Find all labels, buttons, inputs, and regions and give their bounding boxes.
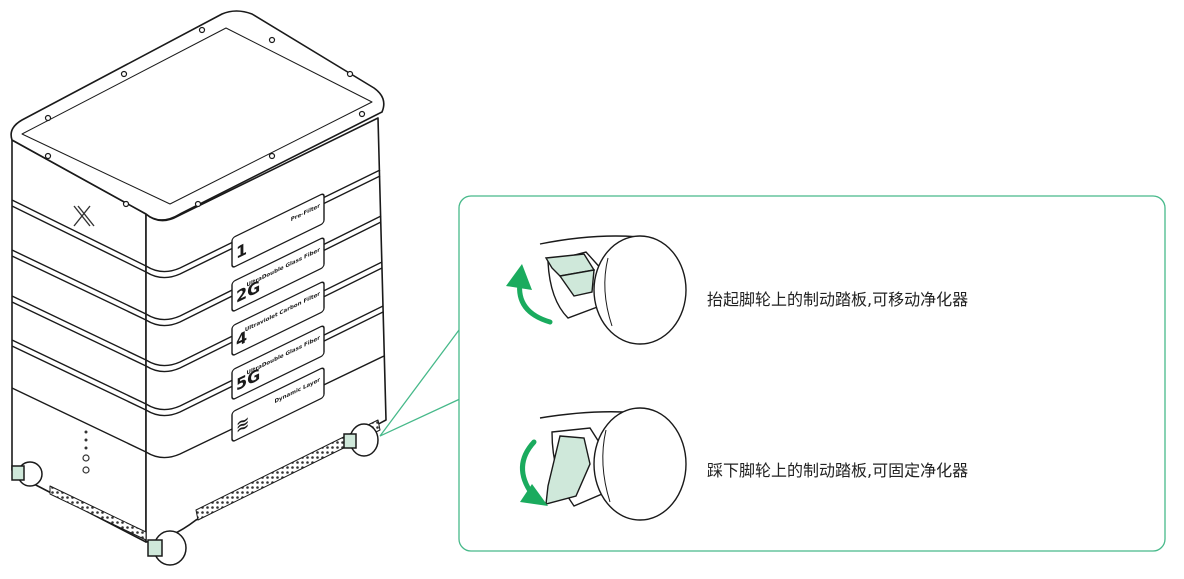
- caster-wheel: [593, 407, 687, 521]
- caster-callout: [379, 195, 1166, 552]
- purifier-top-rim: [21, 27, 373, 205]
- top-screws: [44, 26, 366, 208]
- caption-lock: 踩下脚轮上的制动踏板,可固定净化器: [707, 461, 969, 480]
- device-casters: [11, 423, 379, 566]
- layer-seams-front: [145, 169, 385, 459]
- caption-move: 抬起脚轮上的制动踏板,可移动净化器: [707, 290, 969, 309]
- air-purifier: [10, 10, 387, 543]
- x-mark-logo: [73, 205, 95, 227]
- layer-seams-left: [11, 199, 147, 453]
- caster-front-right: [343, 423, 379, 457]
- caster-detail-pressed: [539, 407, 687, 521]
- purifier-top-lid: [10, 10, 385, 221]
- clockwise-down-arrow-head: [520, 484, 548, 506]
- filter-layer-number: ≋: [236, 411, 249, 436]
- filter-layer-plate: ≋Dynamic Layer: [231, 367, 325, 442]
- caster-back-left: [11, 461, 43, 487]
- caster-front-left: [147, 530, 187, 566]
- brake-pedal-pressed: [545, 435, 591, 505]
- status-indicators: [82, 430, 90, 474]
- caster-detail-raised: [539, 235, 687, 345]
- bottom-vent-grille-front: [195, 419, 381, 521]
- counterclockwise-up-arrow-head: [506, 264, 532, 290]
- bottom-vent-grille: [49, 485, 147, 541]
- filter-layer-number: 4: [236, 326, 247, 350]
- filter-layer-number: 1: [236, 238, 247, 262]
- callout-pointer: [379, 325, 463, 437]
- caster-wheel: [593, 235, 687, 345]
